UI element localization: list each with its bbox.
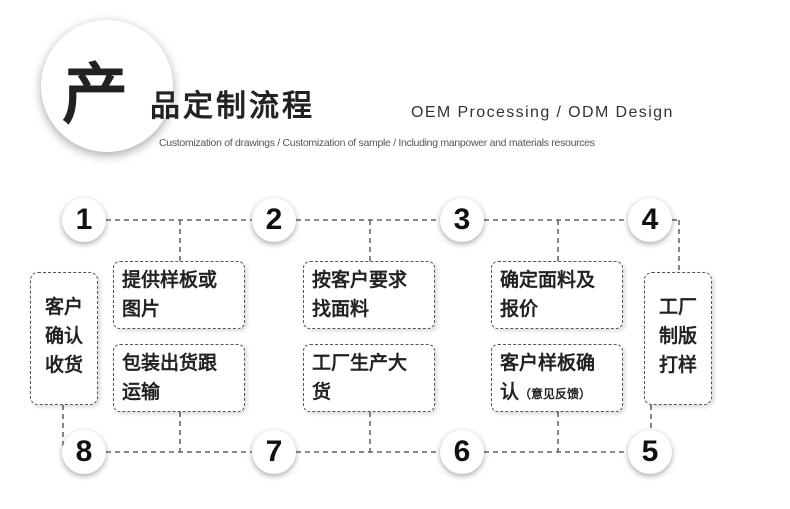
step-3-line2: 报价 [500,298,539,320]
step-8-line1: 客户 [44,296,83,318]
step-box-5: 客户样板确 认（意见反馈） [491,344,623,412]
title-first-char: 产 [62,56,128,133]
step-number-8: 8 [62,430,106,474]
title-circle [41,20,173,152]
step-number-1: 1 [62,198,106,242]
step-1-line2: 图片 [122,298,161,320]
step-box-4: 工厂 制版 打样 [644,272,712,405]
step-number-7: 7 [252,430,296,474]
step-5-line1: 客户样板确 [500,352,596,374]
step-6-line2: 货 [312,381,332,403]
step-1-line1: 提供样板或 [122,269,218,291]
step-7-line2: 运输 [122,381,161,403]
step-6-line1: 工厂生产大 [312,352,408,374]
step-4-line2: 制版 [658,325,697,347]
page-title: 品定制流程 [150,89,315,124]
step-number-6: 6 [440,430,484,474]
step-number-4: 4 [628,198,672,242]
step-box-2: 按客户要求 找面料 [303,261,435,329]
step-3-line1: 确定面料及 [500,269,596,291]
page-subtitle: Customization of drawings / Customizatio… [159,137,595,149]
step-4-line1: 工厂 [658,296,697,318]
title-english: OEM Processing / ODM Design [411,104,674,121]
step-number-2: 2 [252,198,296,242]
step-8-line3: 收货 [44,354,83,376]
step-8-line2: 确认 [44,325,83,347]
step-2-line2: 找面料 [312,298,370,320]
step-4-line3: 打样 [658,354,697,376]
step-box-7: 包装出货跟 运输 [113,344,245,412]
step-5-note: （意见反馈） [519,387,592,401]
step-box-6: 工厂生产大 货 [303,344,435,412]
step-number-3: 3 [440,198,484,242]
step-box-1: 提供样板或 图片 [113,261,245,329]
step-5-line2: 认 [500,381,520,403]
step-number-5: 5 [628,430,672,474]
step-box-8: 客户 确认 收货 [30,272,98,405]
step-7-line1: 包装出货跟 [122,352,218,374]
step-box-3: 确定面料及 报价 [491,261,623,329]
step-2-line1: 按客户要求 [312,269,408,291]
